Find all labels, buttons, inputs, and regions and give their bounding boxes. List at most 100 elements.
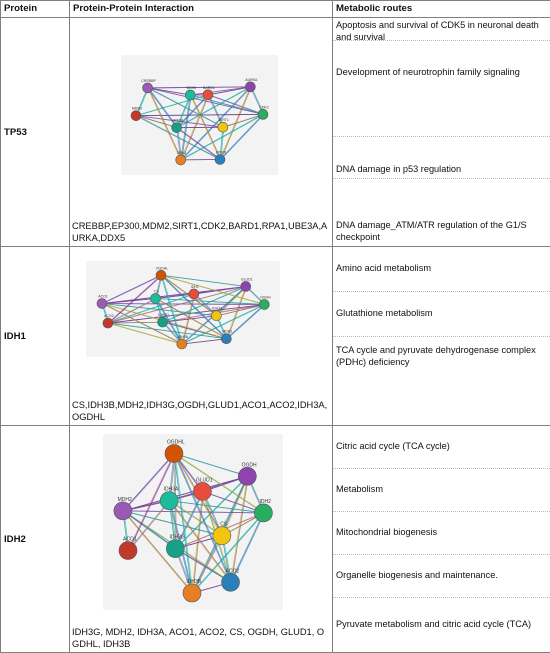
network-node-label: OGDH (242, 462, 257, 468)
header-routes: Metabolic routes (333, 1, 550, 18)
network-node-label: CS (220, 522, 228, 528)
header-row: Protein Protein-Protein Interaction Meta… (1, 1, 550, 18)
protein-name: IDH1 (1, 247, 70, 426)
network-node (189, 289, 199, 299)
route-item: Organelle biogenesis and maintenance. (333, 555, 550, 598)
network-node (143, 83, 153, 93)
route-item: Glutathione metabolism (333, 292, 550, 337)
network-node-label: IDH3G (158, 313, 169, 317)
network-node-label: GLUD1 (196, 477, 213, 483)
network-edge (149, 87, 252, 88)
route-item: Citric acid cycle (TCA cycle) (333, 426, 550, 469)
network-node (218, 122, 228, 132)
network-node (119, 542, 137, 560)
network-graph: BARD1AURKACDK2SIRT1EP300RPA1UBE3AMDM2CRE… (121, 55, 278, 175)
network-node-label: RPA1 (177, 151, 186, 155)
network-node (245, 82, 255, 92)
network-node (222, 573, 240, 591)
network-node (172, 123, 182, 133)
network-node-label: IDH3B (186, 579, 201, 585)
network-node-label: IDH3A (164, 487, 179, 493)
network-node-label: MDH2 (222, 330, 232, 334)
network-node (156, 270, 166, 280)
network-node (114, 502, 132, 520)
header-ppi: Protein-Protein Interaction (70, 1, 333, 18)
network-edge (183, 339, 228, 344)
network-node (185, 90, 195, 100)
route-list: Amino acid metabolism Glutathione metabo… (333, 247, 550, 425)
network-node (203, 90, 213, 100)
network-node (160, 492, 178, 510)
network-node (211, 311, 221, 321)
route-item: Pyruvate metabolism and citric acid cycl… (333, 598, 550, 652)
protein-name: TP53 (1, 18, 70, 247)
route-item: Metabolism (333, 469, 550, 512)
network-node (103, 318, 113, 328)
network-node (258, 109, 268, 119)
partner-list: IDH3G, MDH2, IDH3A, ACO1, ACO2, CS, OGDH… (72, 627, 330, 650)
network-node-label: IDH1 (191, 285, 199, 289)
route-item: Mitochondrial biogenesis (333, 512, 550, 555)
network-node-label: MDH2 (118, 497, 132, 503)
network-node-label: ACO2 (104, 314, 114, 318)
network-node-label: DDX5 (187, 86, 196, 90)
network-node (241, 281, 251, 291)
network-node-label: IDH2 (260, 499, 272, 505)
network-node-label: OGDHL (156, 266, 169, 270)
network-node-label: IDH3B (178, 335, 189, 339)
network-node-label: BARD1 (203, 86, 215, 90)
partner-list: CREBBP,EP300,MDM2,SIRT1,CDK2,BARD1,RPA1,… (72, 221, 330, 244)
network-node-label: CDK2 (259, 105, 268, 109)
network-node (165, 445, 183, 463)
route-item: DNA damage in p53 regulation (333, 137, 550, 179)
network-node (158, 317, 168, 327)
network-node (213, 527, 231, 545)
network-node-label: MDM2 (132, 107, 142, 111)
header-protein: Protein (1, 1, 70, 18)
network-node-label: EP300 (216, 150, 227, 154)
network-node (176, 155, 186, 165)
network-node (259, 300, 269, 310)
network-node-label: OGDH (260, 296, 271, 300)
routes-cell: Amino acid metabolism Glutathione metabo… (333, 247, 550, 426)
network-node-label: AURKA (245, 78, 258, 82)
network-node-label: GLUD1 (241, 277, 253, 281)
network-node-label: SIRT1 (219, 118, 229, 122)
network-node-label: UBE3A (172, 119, 184, 123)
routes-cell: Citric acid cycle (TCA cycle) Metabolism… (333, 426, 550, 653)
route-item: Apoptosis and survival of CDK5 in neuron… (333, 18, 550, 41)
network-node (177, 339, 187, 349)
network-node (238, 467, 256, 485)
network-node-label: CS (154, 290, 160, 294)
network-node (215, 154, 225, 164)
network-edge (109, 305, 265, 324)
network-node-label: OGDHL (167, 440, 185, 446)
network-edge (103, 304, 265, 305)
network-node-label: ACO1 (123, 537, 137, 543)
route-list: Citric acid cycle (TCA cycle) Metabolism… (333, 426, 550, 652)
route-item: Development of neurotrophin family signa… (333, 41, 550, 137)
network-node (183, 584, 201, 602)
partner-list: CS,IDH3B,MDH2,IDH3G,OGDH,GLUD1,ACO1,ACO2… (72, 400, 330, 423)
network-node-label: IDH3A (212, 307, 223, 311)
network-graph: GLUD1OGDHIDH2CSACO2IDH3BIDH3GACO1MDH2IDH… (103, 434, 283, 610)
network-node-label: ACO1 (98, 295, 108, 299)
protein-name: IDH2 (1, 426, 70, 653)
route-item: Amino acid metabolism (333, 247, 550, 292)
network-node (150, 294, 160, 304)
network-node-label: IDH3G (170, 535, 185, 541)
network-node (131, 111, 141, 121)
routes-cell: Apoptosis and survival of CDK5 in neuron… (333, 18, 550, 247)
network-node (221, 334, 231, 344)
route-item: DNA damage_ATM/ATR regulation of the G1/… (333, 179, 550, 246)
